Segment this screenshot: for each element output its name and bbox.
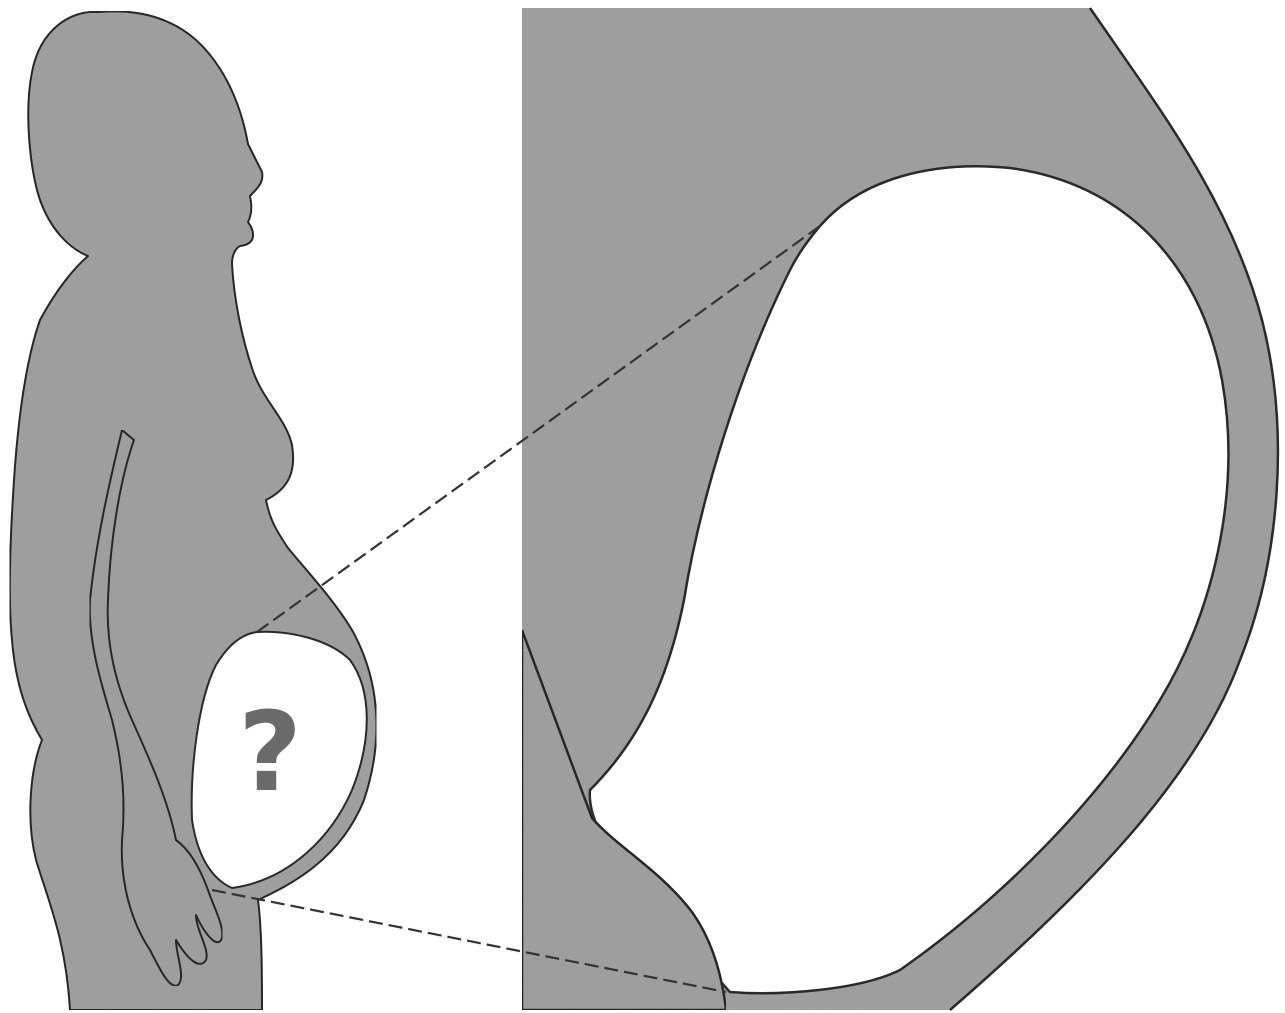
question-mark-symbol: ?: [238, 688, 302, 816]
woman-silhouette-figure: ?: [10, 11, 377, 1010]
zoomed-detail-panel: [522, 8, 1278, 1010]
